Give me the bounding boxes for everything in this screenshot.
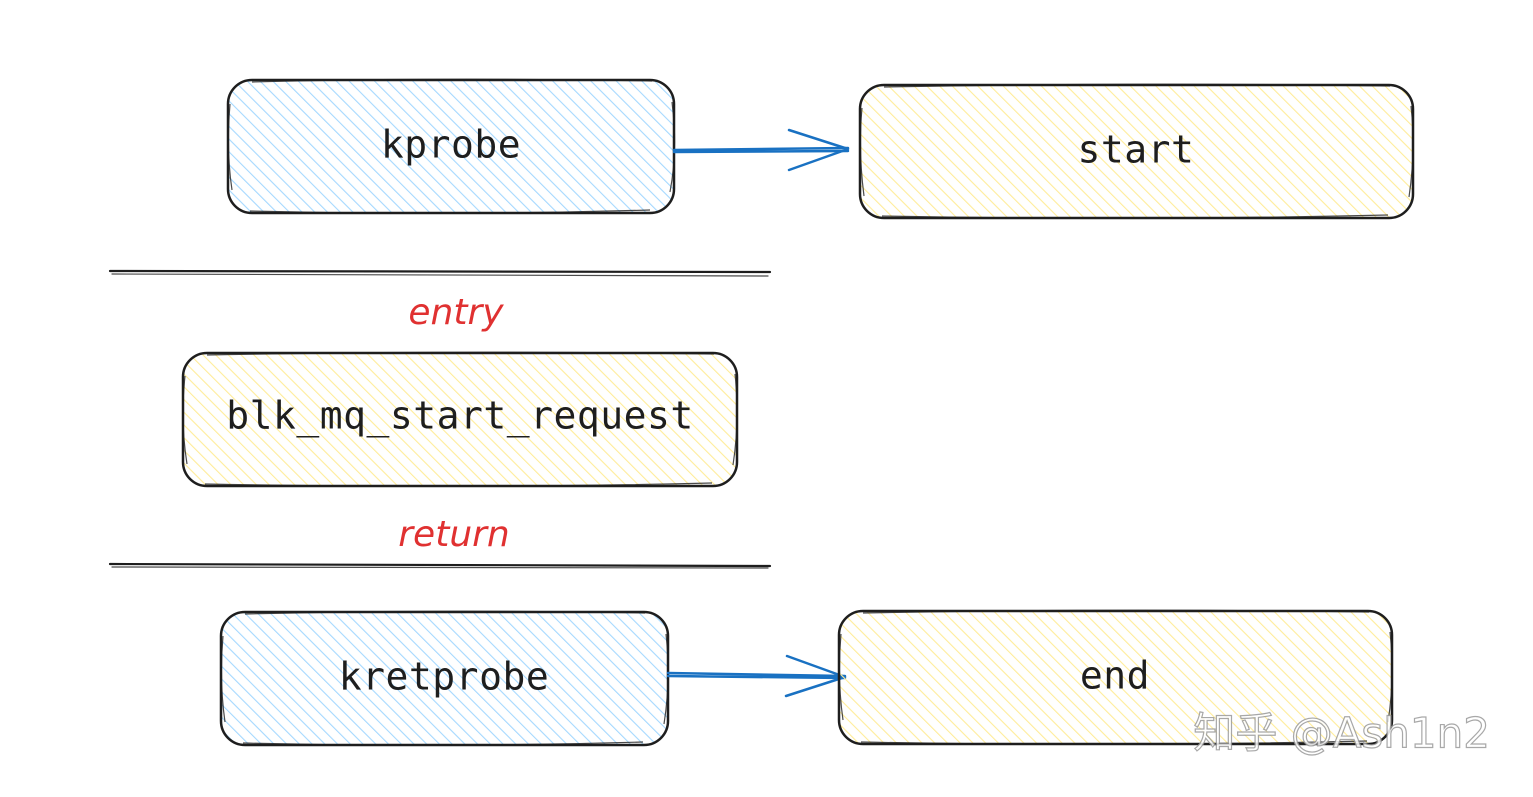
arrow-kprobe-to-start xyxy=(672,128,850,172)
arrow-kretprobe-to-end xyxy=(666,654,847,698)
start-node[interactable]: start xyxy=(858,83,1415,220)
return-note: return xyxy=(398,514,510,555)
kretprobe-label: kretprobe xyxy=(339,655,549,699)
blk-mq-start-request-node[interactable]: blk_mq_start_request xyxy=(181,351,739,488)
start-label: start xyxy=(1078,128,1195,172)
blk-mq-start-request-label: blk_mq_start_request xyxy=(226,394,694,439)
watermark: 知乎 @Ash1n2 xyxy=(1193,709,1490,758)
kprobe-node[interactable]: kprobe xyxy=(226,78,676,215)
kretprobe-node[interactable]: kretprobe xyxy=(219,610,670,747)
kprobe-label: kprobe xyxy=(381,123,521,167)
entry-note: entry xyxy=(408,292,504,333)
separator-top xyxy=(108,269,772,277)
separator-bottom xyxy=(108,562,772,569)
end-label: end xyxy=(1080,654,1150,698)
end-node[interactable]: end xyxy=(837,609,1394,746)
